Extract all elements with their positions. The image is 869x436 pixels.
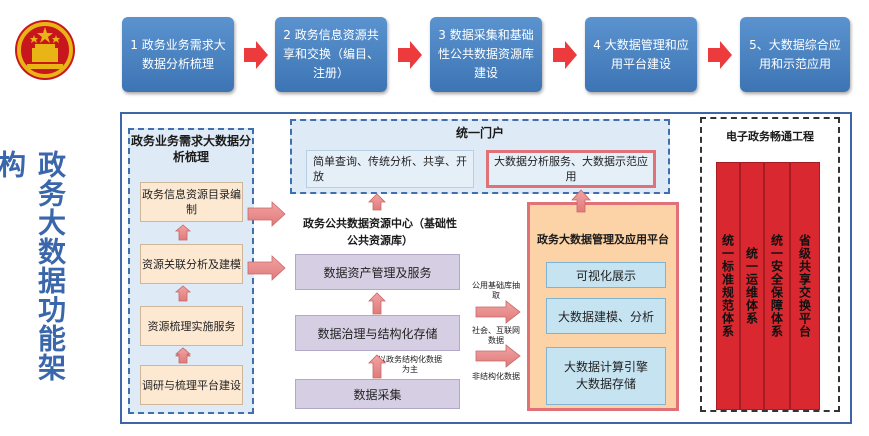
- egov-title: 电子政务畅通工程: [726, 129, 814, 143]
- portal-right-box: 大数据分析服务、大数据示范应用: [486, 150, 656, 188]
- arrow-right-icon: [553, 41, 577, 69]
- step-2: 2 政务信息资源共享和交换（编目、注册）: [275, 17, 387, 92]
- step-3: 3 数据采集和基础性公共数据资源库建设: [430, 17, 542, 92]
- arrow-up-icon: [174, 285, 192, 302]
- arrow-right-icon: [247, 201, 286, 227]
- egov-col-4: 省级共享交换平台: [790, 162, 820, 410]
- left-box-3: 资源梳理实施服务: [140, 306, 243, 346]
- platform-modeling: 大数据建模、分析: [546, 298, 666, 334]
- collect-box: 数据采集: [295, 379, 460, 409]
- step-1: 1 政务业务需求大数据分析梳理: [122, 17, 234, 92]
- arrow-up-icon: [368, 292, 386, 315]
- governance-box: 数据治理与结构化存储: [295, 315, 460, 351]
- platform-visual: 可视化展示: [546, 262, 666, 288]
- left-panel-title: 政务业务需求大数据分析梳理: [131, 134, 252, 164]
- portal-left-box: 简单查询、传统分析、共享、开放: [306, 150, 474, 188]
- egov-col-3: 统一安全保障体系: [764, 162, 790, 410]
- arrow-right-icon: [244, 41, 268, 69]
- arrow-up-icon: [368, 193, 386, 211]
- step-5: 5、大数据综合应用和示范应用: [740, 17, 850, 92]
- arrow-right-icon: [398, 41, 422, 69]
- arrow-up-icon: [571, 189, 591, 213]
- asset-box: 数据资产管理及服务: [295, 254, 460, 290]
- arrow-up-icon: [174, 224, 192, 241]
- arrow-up-icon: [368, 354, 386, 379]
- national-emblem-icon: [12, 18, 78, 82]
- platform-label-1: 公用基础库抽取: [472, 281, 520, 300]
- platform-label-2: 社会、互联网数据: [472, 326, 520, 345]
- arrow-up-icon: [174, 347, 192, 364]
- step-4: 4 大数据管理和应用平台建设: [585, 17, 697, 92]
- arrow-right-icon: [475, 344, 521, 368]
- main-frame: [120, 112, 852, 424]
- left-box-2: 资源关联分析及建模: [140, 244, 243, 284]
- step-arrows: [244, 41, 732, 69]
- portal-title: 统一门户: [455, 125, 504, 140]
- platform-engine: 大数据计算引擎大数据存储: [546, 347, 666, 405]
- left-box-1: 政务信息资源目录编制: [140, 182, 243, 222]
- center-title: 政务公共数据资源中心（基础性公共资源库）: [303, 217, 457, 247]
- platform-label-3: 非结构化数据: [472, 372, 520, 381]
- egov-panel: [700, 117, 840, 412]
- egov-col-1: 统一标准规范体系: [716, 162, 740, 410]
- egov-col-2: 统一运维体系: [740, 162, 764, 410]
- arrow-right-icon: [708, 41, 732, 69]
- arrow-right-icon: [475, 300, 521, 324]
- collect-label: 以政务结构化数据为主: [378, 355, 442, 374]
- left-box-4: 调研与梳理平台建设: [140, 365, 243, 405]
- platform-title: 政务大数据管理及应用平台: [537, 233, 669, 246]
- arrow-right-icon: [247, 255, 286, 281]
- side-title: 政务大数据功能架构: [0, 150, 67, 382]
